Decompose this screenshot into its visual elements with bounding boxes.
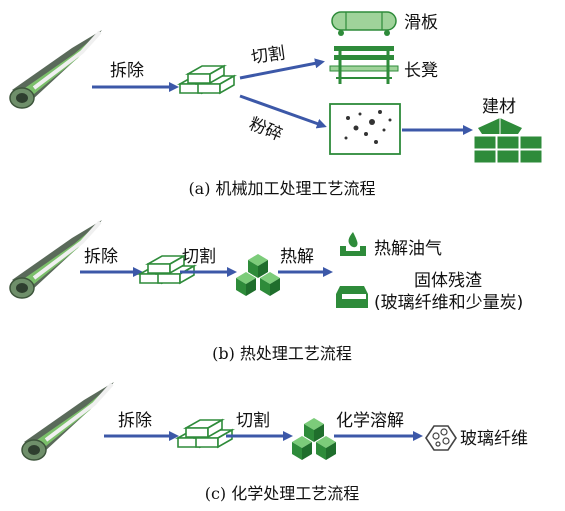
skateboard-icon (331, 11, 397, 36)
bench-icon (329, 46, 399, 84)
building-material-icon (473, 118, 543, 164)
arrow-cut (239, 58, 325, 80)
caption-b: (b) 热处理工艺流程 (212, 344, 352, 363)
panel-a: 拆除 切割 粉碎 滑板 长凳 (8, 11, 543, 198)
tray-icon (336, 286, 368, 308)
caption-c: (c) 化学处理工艺流程 (205, 484, 360, 503)
powder-box-icon (329, 103, 401, 155)
step-crush-label: 粉碎 (246, 114, 285, 145)
product-glass-fiber-label: 玻璃纤维 (460, 429, 528, 449)
stacked-bars-icon (177, 419, 233, 448)
cubes-icon (236, 254, 280, 296)
step-dissolve-label: 化学溶解 (336, 411, 404, 431)
product-solid-residue-label: 固体残渣 (414, 271, 482, 291)
step-pyrolysis-label: 热解 (280, 247, 314, 267)
step-cut-label: 切割 (182, 247, 216, 267)
panel-c: 拆除 切割 化学溶解 玻璃纤维 (c) 化学处理工艺流程 (20, 380, 528, 503)
product-building-material-label: 建材 (482, 97, 516, 117)
wind-blade-icon (8, 28, 104, 110)
step-dismantle-label: 拆除 (118, 411, 152, 431)
arrow-crush (239, 94, 327, 129)
cubes-icon (292, 418, 336, 460)
flame-container-icon (340, 232, 366, 256)
step-dismantle-label: 拆除 (110, 61, 144, 81)
glass-fiber-icon (425, 425, 457, 451)
wind-blade-icon (20, 380, 116, 462)
product-skateboard-label: 滑板 (404, 13, 438, 33)
step-dismantle-label: 拆除 (84, 247, 118, 267)
product-solid-residue-detail: (玻璃纤维和少量炭) (374, 293, 523, 313)
step-cut-label: 切割 (236, 411, 270, 431)
caption-a: (a) 机械加工处理工艺流程 (188, 179, 375, 198)
product-oil-gas-label: 热解油气 (374, 239, 442, 259)
product-bench-label: 长凳 (404, 61, 438, 81)
panel-b: 拆除 切割 热解 热解油气 固体残渣 (玻璃纤维和少量炭) (b) 热处理工艺流… (8, 218, 523, 363)
step-cut-label: 切割 (250, 43, 286, 68)
stacked-bars-icon (179, 65, 235, 94)
